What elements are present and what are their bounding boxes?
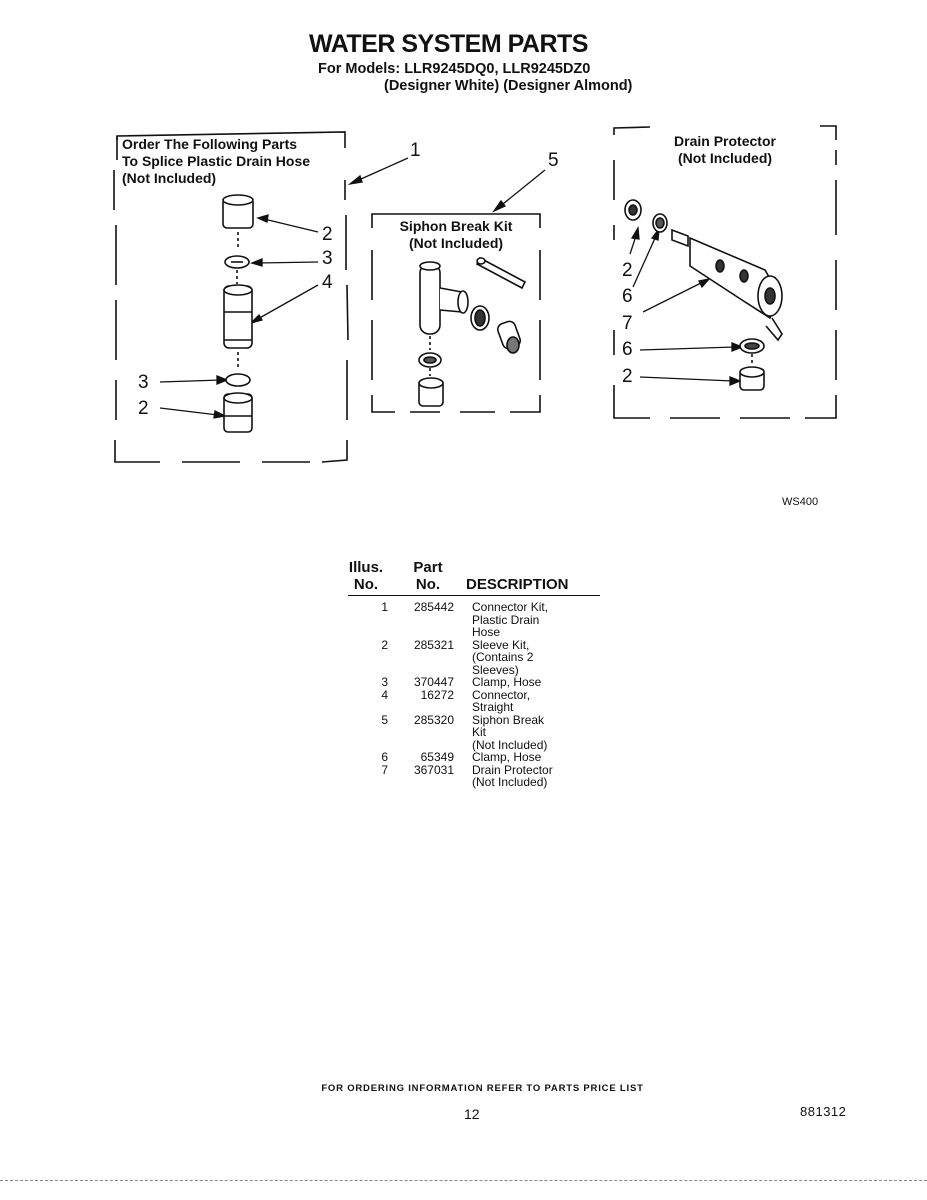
description-line: Kit (472, 725, 487, 739)
part-number: 65349 (420, 750, 454, 764)
callout-2-lower: 2 (138, 398, 149, 419)
page-number: 12 (464, 1106, 480, 1122)
illus-number: 4 (381, 687, 388, 702)
callout-3-lower: 3 (138, 372, 149, 393)
part-number: 285321 (413, 637, 454, 652)
header-rule (348, 595, 600, 596)
description-line: Plastic Drain (472, 612, 540, 627)
page-title: WATER SYSTEM PARTS (309, 30, 588, 58)
part-number: 370447 (413, 675, 454, 689)
description-line: Connector Kit, (472, 600, 549, 614)
ordering-note: FOR ORDERING INFORMATION REFER TO PARTS … (321, 1083, 644, 1094)
part-number: 285320 (413, 712, 454, 727)
part-number: 285442 (413, 600, 454, 614)
illus-number: 5 (381, 712, 388, 727)
callout-5: 5 (548, 150, 559, 171)
col-header-part: Part No. (413, 559, 443, 593)
description-line: Connector, (472, 687, 531, 702)
splice-box-label: Order The Following Parts To Splice Plas… (122, 136, 311, 186)
part-description: Clamp, Hose (472, 676, 572, 689)
description-line: Hose (472, 625, 501, 639)
siphon-box-label: Siphon Break Kit (Not Included) (399, 218, 513, 251)
variants-line: (Designer White) (Designer Almond) (384, 78, 633, 94)
part-description: Clamp, Hose (472, 751, 572, 764)
col-header-illus: Illus. No. (348, 559, 384, 593)
drain-box-label: Drain Protector (Not Included) (674, 133, 776, 166)
scan-edge-line (0, 1180, 927, 1181)
callout-1: 1 (410, 140, 421, 161)
callout-4: 4 (322, 272, 333, 293)
description-line: (Contains 2 (472, 650, 534, 664)
description-line: Sleeves) (472, 662, 519, 677)
callout-7: 7 (622, 313, 633, 334)
description-line: Clamp, Hose (472, 750, 542, 764)
illus-number: 2 (381, 637, 388, 652)
description-line: Clamp, Hose (472, 675, 542, 689)
description-line: Siphon Break (472, 712, 545, 727)
part-number: 367031 (413, 762, 454, 777)
col-header-description: DESCRIPTION (466, 576, 569, 593)
doc-number: 881312 (800, 1104, 847, 1119)
callout-drain-2-upper: 2 (622, 260, 633, 281)
description-line: Drain Protector (472, 762, 553, 777)
callout-3-upper: 3 (322, 248, 333, 269)
description-line: (Not Included) (472, 775, 548, 789)
callout-drain-2-lower: 2 (622, 366, 633, 387)
illus-number: 1 (381, 600, 388, 614)
illus-number: 7 (381, 762, 388, 777)
part-description: Connector,Straight (472, 687, 572, 714)
callout-drain-6-upper: 6 (622, 286, 633, 307)
description-line: Straight (472, 700, 514, 714)
illus-number: 3 (381, 675, 388, 689)
description-line: (Not Included) (472, 737, 548, 752)
callout-2-upper: 2 (322, 224, 333, 245)
part-description: Drain Protector(Not Included) (472, 762, 572, 789)
figure-code: WS400 (782, 496, 819, 508)
models-line: For Models: LLR9245DQ0, LLR9245DZ0 (318, 61, 591, 77)
illus-number: 6 (381, 750, 388, 764)
part-number: 16272 (420, 687, 454, 702)
callout-drain-6-lower: 6 (622, 339, 633, 360)
description-line: Sleeve Kit, (472, 637, 530, 652)
